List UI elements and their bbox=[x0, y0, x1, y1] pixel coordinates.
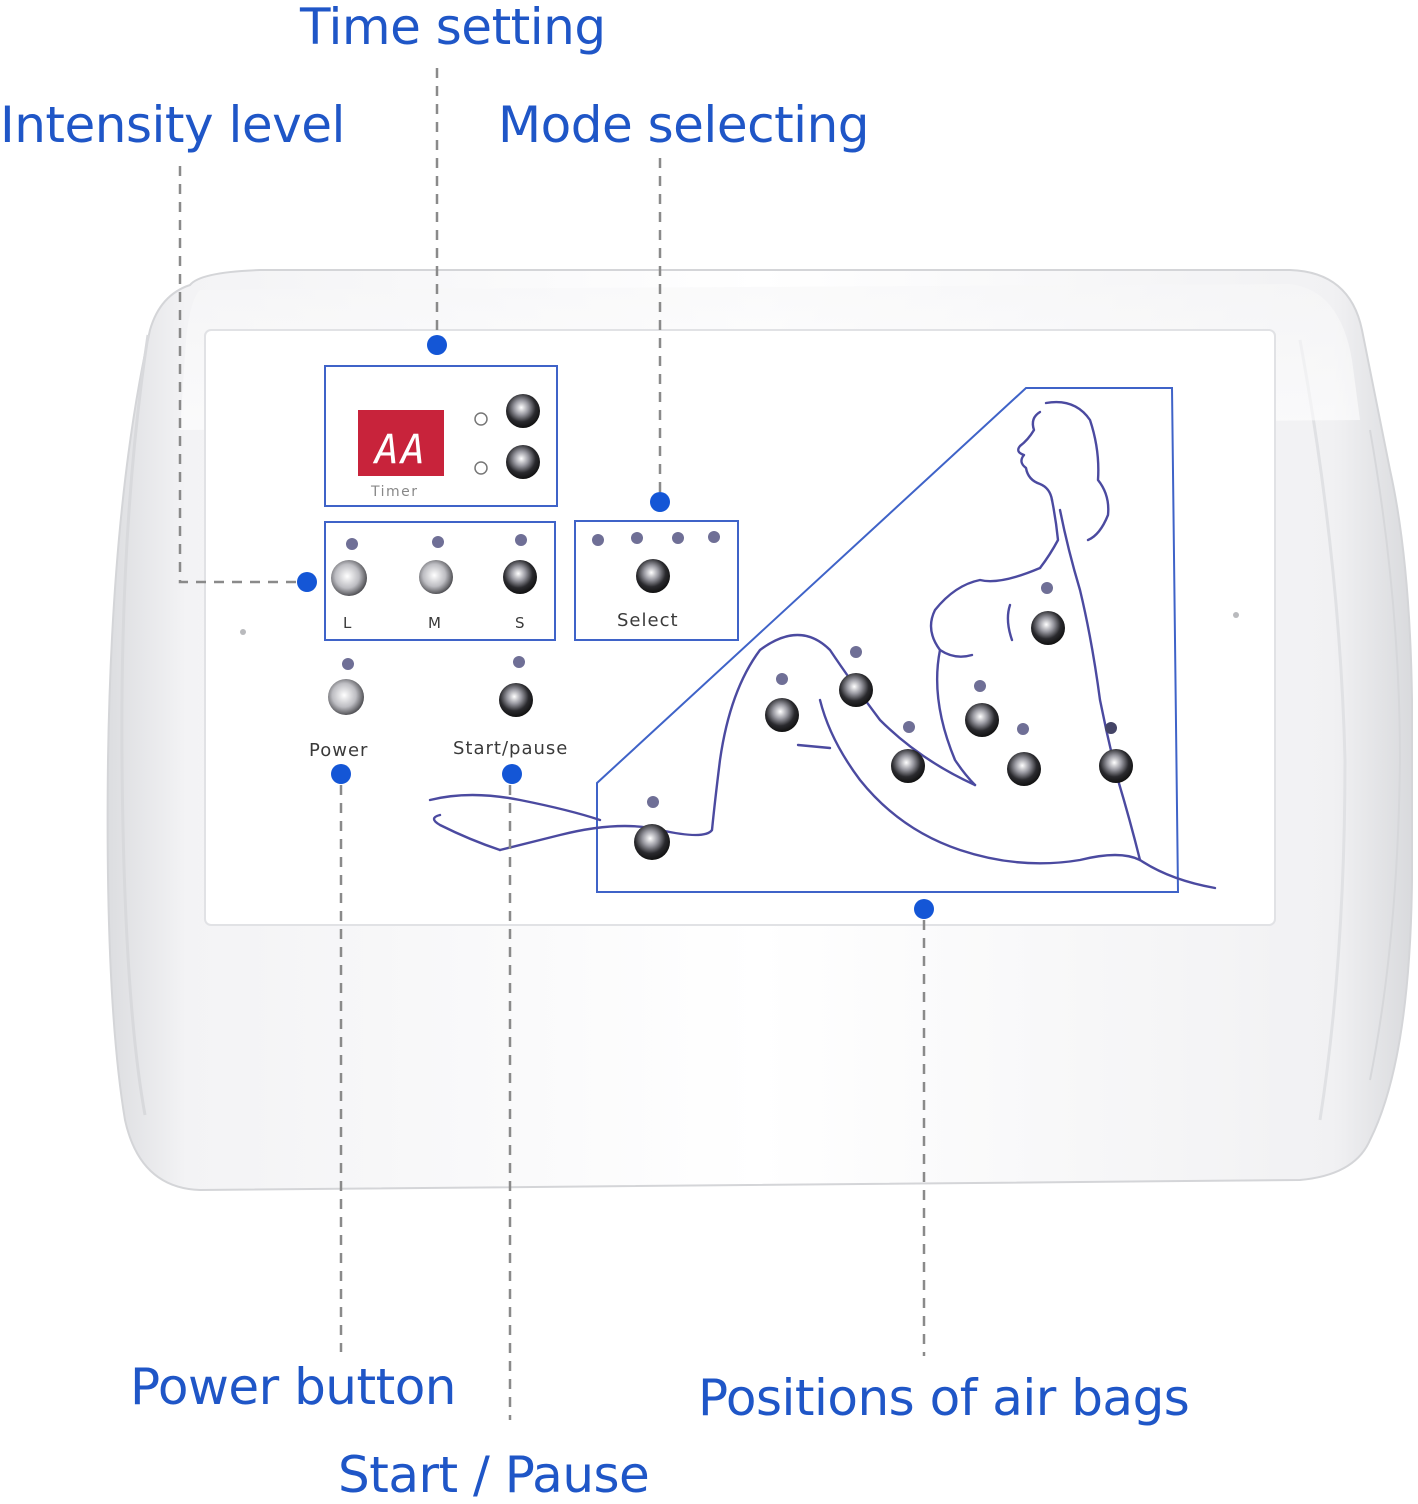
device-body bbox=[106, 269, 1413, 1192]
power-button[interactable] bbox=[328, 679, 364, 715]
air-bag-button[interactable] bbox=[839, 673, 873, 707]
air-bag-button[interactable] bbox=[765, 698, 799, 732]
timer-label: Timer bbox=[371, 484, 419, 500]
air-bag-indicator bbox=[776, 673, 788, 685]
mode-3-indicator bbox=[672, 532, 684, 544]
timer-display-readout: AA bbox=[374, 427, 428, 473]
power-indicator bbox=[342, 658, 354, 670]
air-bag-indicator bbox=[1041, 582, 1053, 594]
time-up-indicator bbox=[474, 412, 488, 426]
level-s-label: S bbox=[515, 614, 526, 632]
callout-power-button: Power button bbox=[130, 1358, 456, 1416]
power-label: Power bbox=[309, 740, 369, 761]
callout-time-setting: Time setting bbox=[300, 0, 606, 56]
air-bag-button[interactable] bbox=[891, 749, 925, 783]
marker-power bbox=[331, 764, 351, 784]
power-controls bbox=[328, 656, 533, 717]
level-m-indicator bbox=[432, 536, 444, 548]
start-pause-indicator bbox=[513, 656, 525, 668]
time-down-indicator bbox=[474, 461, 488, 475]
callout-markers bbox=[297, 335, 934, 919]
marker-start bbox=[502, 764, 522, 784]
leader-lines bbox=[178, 68, 926, 1420]
air-bag-panel bbox=[428, 387, 1217, 893]
callout-start-pause: Start / Pause bbox=[338, 1446, 650, 1504]
air-bag-button[interactable] bbox=[1007, 752, 1041, 786]
air-bag-button[interactable] bbox=[634, 824, 670, 860]
callout-intensity-level: Intensity level bbox=[0, 96, 345, 154]
body-figure-outline bbox=[428, 400, 1217, 890]
air-bag-indicator bbox=[903, 721, 915, 733]
air-bag-markers bbox=[634, 582, 1133, 860]
mode-panel bbox=[574, 520, 739, 641]
marker-airbags bbox=[914, 899, 934, 919]
callout-positions-of-air-bags: Positions of air bags bbox=[698, 1369, 1190, 1427]
marker-mode bbox=[650, 492, 670, 512]
marker-time bbox=[427, 335, 447, 355]
callout-mode-selecting: Mode selecting bbox=[498, 96, 870, 154]
start-pause-button[interactable] bbox=[499, 683, 533, 717]
time-up-button[interactable] bbox=[506, 394, 540, 428]
select-button[interactable] bbox=[636, 559, 670, 593]
mode-4-indicator bbox=[708, 531, 720, 543]
level-l-indicator bbox=[346, 538, 358, 550]
marker-intensity bbox=[297, 572, 317, 592]
start-pause-label: Start/pause bbox=[453, 738, 569, 759]
intensity-panel bbox=[324, 521, 556, 641]
air-bag-indicator bbox=[1017, 723, 1029, 735]
leader-intensity bbox=[178, 166, 302, 584]
timer-display bbox=[358, 410, 444, 476]
air-bag-button[interactable] bbox=[1031, 611, 1065, 645]
mode-1-indicator bbox=[592, 534, 604, 546]
level-m-label: M bbox=[428, 614, 442, 632]
air-bag-indicator bbox=[974, 680, 986, 692]
select-label: Select bbox=[617, 610, 679, 631]
air-bag-button[interactable] bbox=[1099, 749, 1133, 783]
level-s-button[interactable] bbox=[503, 560, 537, 594]
level-l-label: L bbox=[343, 614, 353, 632]
level-s-indicator bbox=[515, 534, 527, 546]
air-bag-indicator bbox=[850, 646, 862, 658]
level-l-button[interactable] bbox=[331, 560, 367, 596]
mode-2-indicator bbox=[631, 532, 643, 544]
air-bag-indicator bbox=[647, 796, 659, 808]
timer-panel bbox=[324, 365, 558, 507]
air-bag-button[interactable] bbox=[965, 703, 999, 737]
air-bag-indicator bbox=[1105, 722, 1117, 734]
time-down-button[interactable] bbox=[506, 445, 540, 479]
level-m-button[interactable] bbox=[419, 560, 453, 594]
